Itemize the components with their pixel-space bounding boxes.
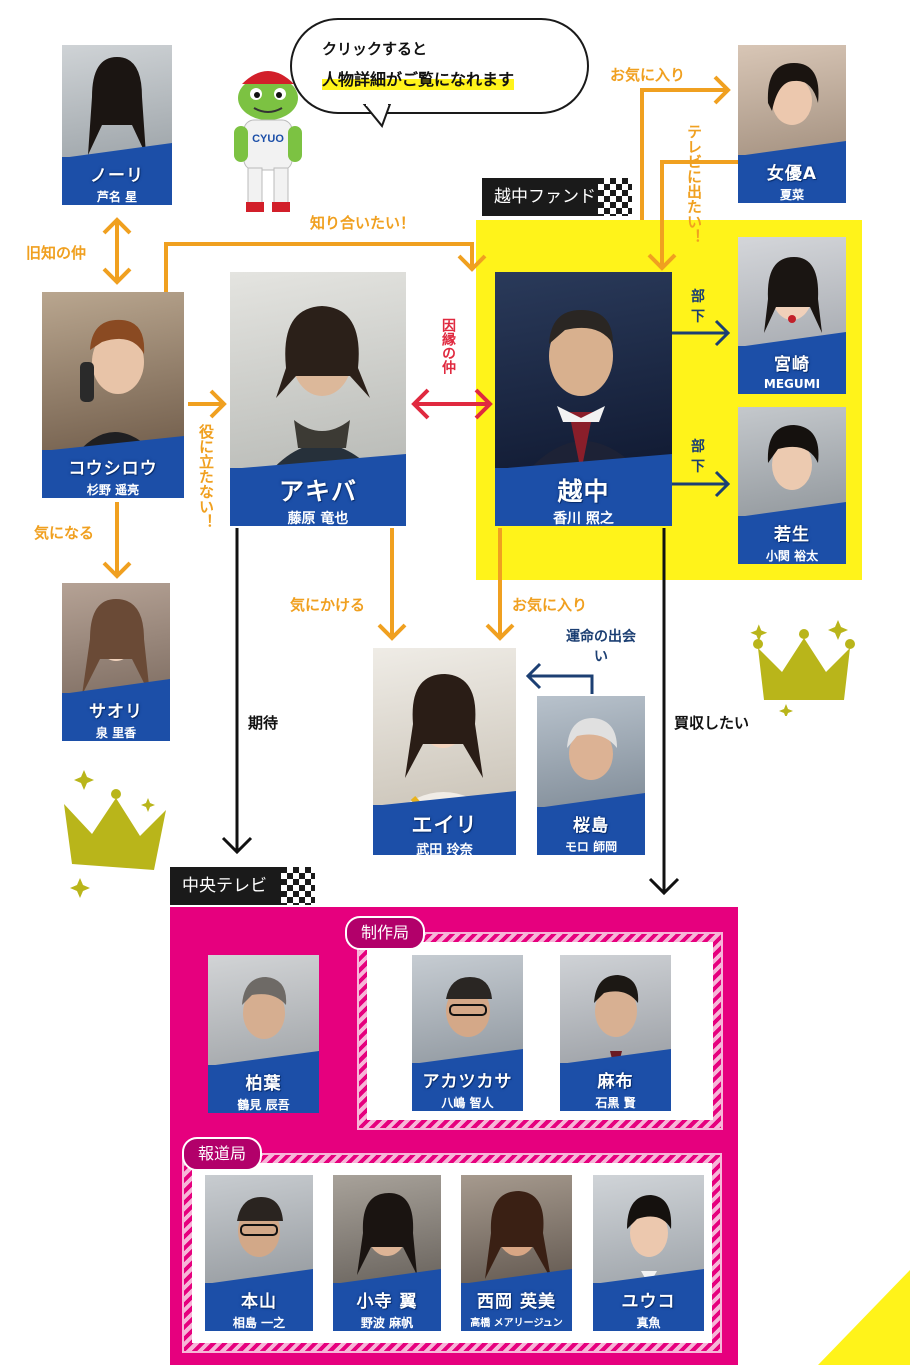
etchu-fund-label: 越中ファンド: [494, 187, 596, 207]
character-card-etchu[interactable]: 越中 香川 照之: [495, 272, 672, 527]
character-name: アキバ: [278, 477, 357, 506]
character-card-nori[interactable]: ノーリ 芦名 星: [62, 45, 172, 205]
character-card-sakurajima[interactable]: 桜島 モロ 師岡: [537, 696, 645, 855]
portrait-icon: [70, 319, 162, 462]
character-name: ノーリ: [90, 166, 144, 186]
character-name: 柏葉: [245, 1074, 282, 1094]
relation-expectation: 期待: [248, 714, 279, 732]
actor-name: 武田 玲奈: [416, 843, 473, 858]
relation-useless: 役に立たない！: [197, 424, 215, 529]
relation-subordinate-2: 部下: [691, 439, 705, 475]
relation-subordinate-1: 部下: [691, 289, 705, 325]
character-name: 本山: [241, 1292, 277, 1312]
character-name: 女優A: [766, 164, 818, 184]
character-name: ユウコ: [621, 1292, 676, 1312]
character-name: アカツカサ: [422, 1072, 513, 1092]
frog-mascot-icon: CYUO: [234, 71, 302, 212]
character-card-akatsukasa[interactable]: アカツカサ 八嶋 智人: [412, 955, 523, 1111]
actor-name: 泉 里香: [95, 726, 137, 740]
character-name: 桜島: [573, 816, 609, 836]
actor-name: モロ 師岡: [564, 840, 618, 854]
actor-name: 鶴見 辰吾: [237, 1098, 290, 1112]
bubble-line-2: 人物詳細がご覧になれます: [322, 66, 515, 90]
actor-name: 真魚: [636, 1316, 661, 1330]
character-name: 小寺 翼: [356, 1292, 418, 1312]
news-bureau-tag: 報道局: [182, 1137, 263, 1171]
actor-name: 八嶋 智人: [441, 1096, 494, 1110]
crown-icon-right: [750, 620, 855, 716]
bubble-line-1: クリックすると: [322, 40, 428, 58]
character-card-wakao[interactable]: 若生 小関 裕太: [738, 407, 846, 564]
mascot-jersey-text: CYUO: [252, 133, 284, 145]
checker-decoration: [598, 178, 632, 216]
etchu-fund-tag: 越中ファンド: [482, 178, 632, 216]
actor-name: 夏菜: [779, 188, 804, 202]
character-name: 宮崎: [774, 355, 810, 375]
checker-decoration: [281, 867, 315, 905]
actor-name: 野波 麻帆: [360, 1316, 414, 1330]
portrait-icon: [260, 306, 386, 484]
actor-name: 香川 照之: [553, 511, 614, 527]
character-card-motoyama[interactable]: 本山 相島 一之: [205, 1175, 313, 1331]
relation-favorite-actress: お気に入り: [610, 66, 686, 84]
portrait-icon: [391, 674, 497, 816]
relation-want-to-meet: 知り合いたい！: [310, 214, 416, 232]
character-name: エイリ: [411, 813, 478, 837]
actor-name: 杉野 遥亮: [86, 483, 140, 497]
actor-name: 高橋 メアリージュン: [470, 1318, 563, 1329]
character-name: サオリ: [89, 702, 143, 722]
relation-favorite-eiri: お気に入り: [512, 596, 588, 614]
relation-cares-about: 気にかける: [290, 596, 366, 614]
production-bureau-tag: 制作局: [345, 916, 426, 950]
chuo-tv-tag: 中央テレビ: [170, 867, 315, 905]
actor-name: MEGUMI: [763, 377, 821, 391]
character-card-koushirou[interactable]: コウシロウ 杉野 遥亮: [42, 292, 184, 498]
character-name: 西岡 英美: [477, 1292, 556, 1312]
character-card-joyu-a[interactable]: 女優A 夏菜: [738, 45, 846, 203]
chuo-tv-label: 中央テレビ: [182, 876, 267, 896]
actor-name: 相島 一之: [232, 1316, 286, 1330]
relation-want-to-buy: 買収したい: [674, 714, 750, 732]
character-name: コウシロウ: [68, 459, 158, 479]
actor-name: 小関 裕太: [765, 549, 819, 563]
click-hint-bubble: クリックすると 人物詳細がご覧になれます: [290, 18, 589, 114]
character-card-kodera[interactable]: 小寺 翼 野波 麻帆: [333, 1175, 441, 1331]
character-card-miyazaki[interactable]: 宮崎 MEGUMI: [738, 237, 846, 394]
bubble-tail-icon: [362, 104, 392, 128]
actor-name: 石黒 賢: [595, 1096, 636, 1110]
crown-icon-left: [64, 770, 166, 898]
character-card-kashiwaba[interactable]: 柏葉 鶴見 辰吾: [208, 955, 319, 1113]
relation-fateful-meeting: 運命の出会い: [566, 629, 636, 665]
character-name: 麻布: [597, 1072, 634, 1092]
character-card-yuko[interactable]: ユウコ 真魚: [593, 1175, 704, 1331]
character-name: 若生: [774, 525, 810, 545]
character-card-azabu[interactable]: 麻布 石黒 賢: [560, 955, 671, 1111]
character-card-eiri[interactable]: エイリ 武田 玲奈: [373, 648, 516, 858]
character-card-nishioka[interactable]: 西岡 英美 高橋 メアリージュン: [461, 1175, 572, 1331]
actor-name: 藤原 竜也: [287, 511, 349, 527]
character-name: 越中: [557, 477, 610, 506]
relation-old-friends: 旧知の仲: [26, 244, 87, 262]
character-card-akiba[interactable]: アキバ 藤原 竜也: [230, 272, 406, 527]
relation-fate-bond: 因縁の仲: [440, 318, 456, 374]
relation-want-on-tv: テレビに出たい！: [685, 124, 703, 244]
relation-interested: 気になる: [34, 524, 95, 542]
portrait-icon: [517, 310, 651, 484]
character-card-saori[interactable]: サオリ 泉 里香: [62, 583, 170, 741]
actor-name: 芦名 星: [96, 190, 138, 204]
